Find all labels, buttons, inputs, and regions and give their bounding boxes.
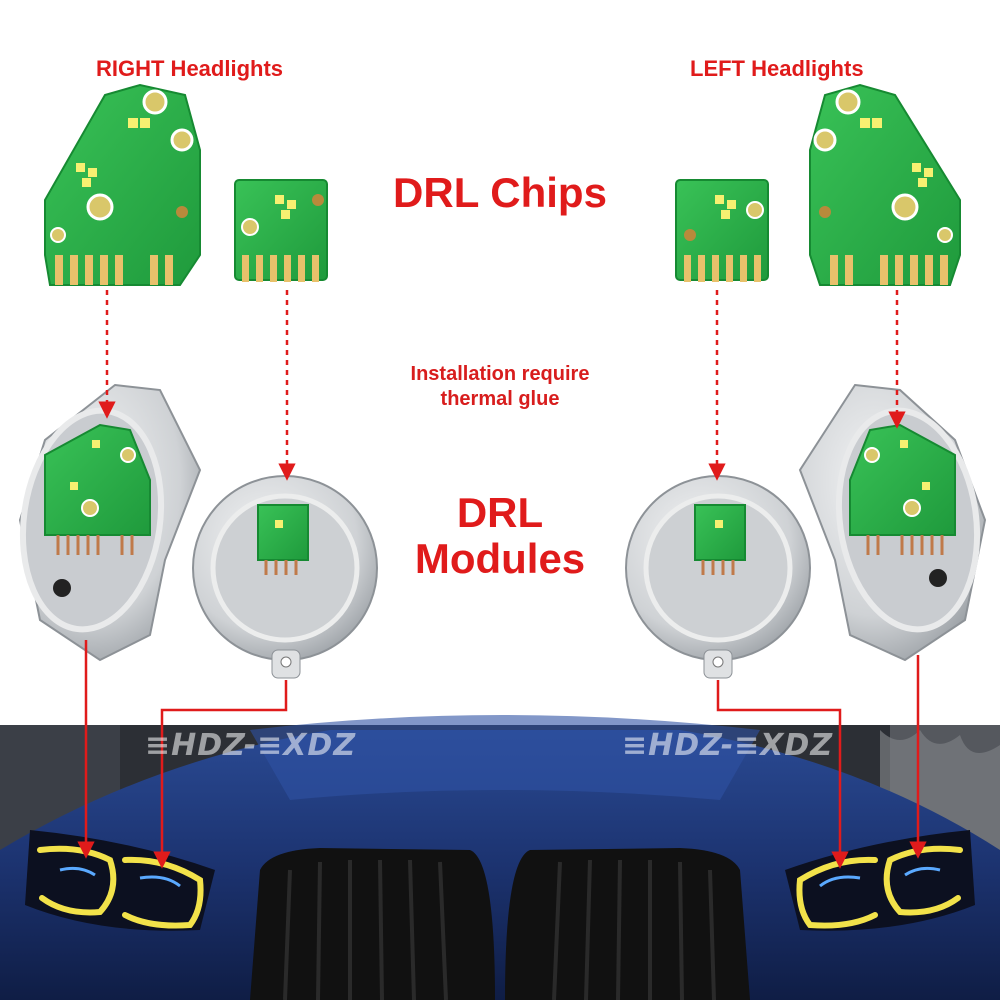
installation-note-line2: thermal glue [440, 388, 560, 410]
drl-modules-line2: Modules [414, 535, 586, 582]
left-headlights-title: LEFT Headlights [690, 56, 864, 81]
connector-arrows [77, 290, 927, 869]
right-large-drl-module [18, 383, 202, 662]
right-large-drl-chip [44, 83, 201, 286]
right-small-drl-chip [234, 179, 328, 282]
watermark-right: ≡HDZ-≡XDZ [622, 728, 834, 763]
drl-modules-heading: DRL Modules [395, 490, 605, 582]
drl-modules-line1: DRL [456, 489, 544, 536]
right-headlights-title: RIGHT Headlights [96, 56, 284, 81]
drl-chips-heading: DRL Chips [393, 169, 607, 216]
installation-note-line1: Installation require [410, 363, 590, 385]
right-small-drl-module [192, 475, 378, 679]
watermark-left: ≡HDZ-≡XDZ [145, 728, 357, 763]
installation-note: Installation require thermal glue [380, 362, 620, 412]
left-large-drl-chip [809, 83, 961, 286]
left-small-drl-module [625, 475, 811, 679]
left-large-drl-module [798, 383, 987, 662]
left-small-drl-chip [675, 179, 769, 282]
